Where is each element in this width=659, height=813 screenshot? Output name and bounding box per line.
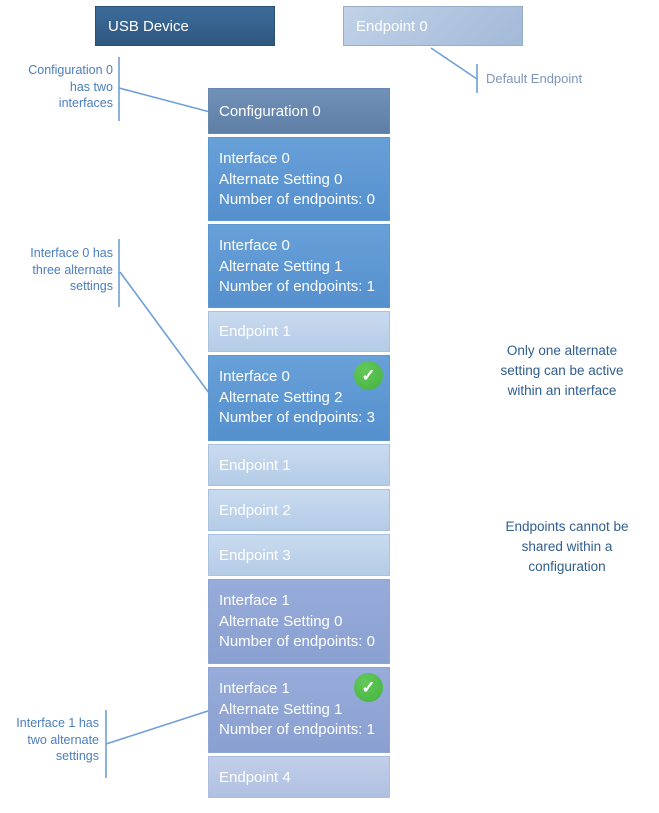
callout-line: Interface 1 has: [16, 716, 99, 730]
interface1-callout: Interface 1 has two alternate settings: [4, 715, 99, 765]
endpoint0-label: Endpoint 0: [356, 17, 428, 35]
interface-line: Number of endpoints: 1: [219, 278, 375, 295]
callout-line: settings: [55, 749, 99, 763]
interface-line: Interface 1: [219, 680, 290, 697]
usb-device-box: USB Device: [95, 6, 275, 46]
interface-line: Interface 0: [219, 237, 290, 254]
note-alternate-setting: Only one alternate setting can be active…: [483, 341, 641, 401]
note-line: Only one alternate: [506, 343, 618, 358]
interface0-callout: Interface 0 has three alternate settings: [6, 245, 113, 295]
endpoint1-box: Endpoint 1: [208, 311, 390, 352]
note-line: within an interface: [507, 383, 617, 398]
endpoint0-box: Endpoint 0: [343, 6, 523, 46]
callout-line: Configuration 0: [28, 63, 113, 77]
interface0-callout-leader: [119, 271, 210, 394]
interface0-alt2-box: ✓ Interface 0 Alternate Setting 2 Number…: [208, 355, 390, 441]
interface-line: Alternate Setting 1: [219, 700, 343, 718]
endpoint2-box: Endpoint 2: [208, 489, 390, 531]
configuration0-label: Configuration 0: [219, 102, 321, 120]
interface-line: Number of endpoints: 0: [219, 633, 375, 650]
default-endpoint-leader: [430, 47, 478, 80]
interface-line: Number of endpoints: 1: [219, 721, 375, 738]
callout-line: has two: [69, 79, 113, 94]
interface-line: Number of endpoints: 3: [219, 409, 375, 426]
interface-line: Alternate Setting 2: [219, 388, 343, 406]
check-glyph: ✓: [361, 677, 376, 697]
interface1-callout-leader: [105, 709, 212, 745]
endpoint3-box: Endpoint 3: [208, 534, 390, 576]
callout-line: three alternate: [32, 262, 113, 277]
endpoint-label: Endpoint 1: [219, 456, 291, 474]
active-check-icon: ✓: [354, 361, 383, 390]
interface1-alt1-box: ✓ Interface 1 Alternate Setting 1 Number…: [208, 667, 390, 753]
note-line: shared within a: [521, 539, 613, 554]
note-line: Endpoints cannot be: [505, 519, 629, 534]
active-check-icon: ✓: [354, 673, 383, 702]
interface-line: Alternate Setting 1: [219, 257, 343, 275]
interface-line: Alternate Setting 0: [219, 612, 343, 630]
endpoint4-box: Endpoint 4: [208, 756, 390, 798]
configuration-stack: Configuration 0 Interface 0 Alternate Se…: [208, 88, 390, 798]
endpoint-label: Endpoint 1: [219, 323, 291, 340]
endpoint-label: Endpoint 2: [219, 501, 291, 519]
config-callout-leader: [118, 87, 211, 113]
configuration-callout: Configuration 0 has two interfaces: [6, 62, 113, 112]
interface0-alt0-box: Interface 0 Alternate Setting 0 Number o…: [208, 137, 390, 221]
configuration0-box: Configuration 0: [208, 88, 390, 134]
note-endpoints-shared: Endpoints cannot be shared within a conf…: [488, 517, 646, 577]
callout-line: Interface 0 has: [30, 246, 113, 260]
check-glyph: ✓: [361, 365, 376, 385]
usb-device-label: USB Device: [108, 17, 189, 35]
callout-line: settings: [69, 279, 113, 293]
endpoint-label: Endpoint 4: [219, 768, 291, 786]
interface1-alt0-box: Interface 1 Alternate Setting 0 Number o…: [208, 579, 390, 664]
endpoint-label: Endpoint 3: [219, 546, 291, 564]
default-endpoint-callout: Default Endpoint: [486, 71, 583, 86]
interface-line: Interface 0: [219, 150, 290, 167]
interface-line: Number of endpoints: 0: [219, 191, 375, 208]
interface-line: Interface 1: [219, 592, 290, 609]
endpoint1b-box: Endpoint 1: [208, 444, 390, 486]
interface-line: Alternate Setting 0: [219, 170, 343, 188]
note-line: setting can be active: [500, 363, 624, 378]
callout-line: interfaces: [58, 96, 113, 110]
note-line: configuration: [528, 559, 606, 574]
interface0-alt1-box: Interface 0 Alternate Setting 1 Number o…: [208, 224, 390, 308]
callout-line: two alternate: [27, 732, 99, 747]
interface-line: Interface 0: [219, 368, 290, 385]
